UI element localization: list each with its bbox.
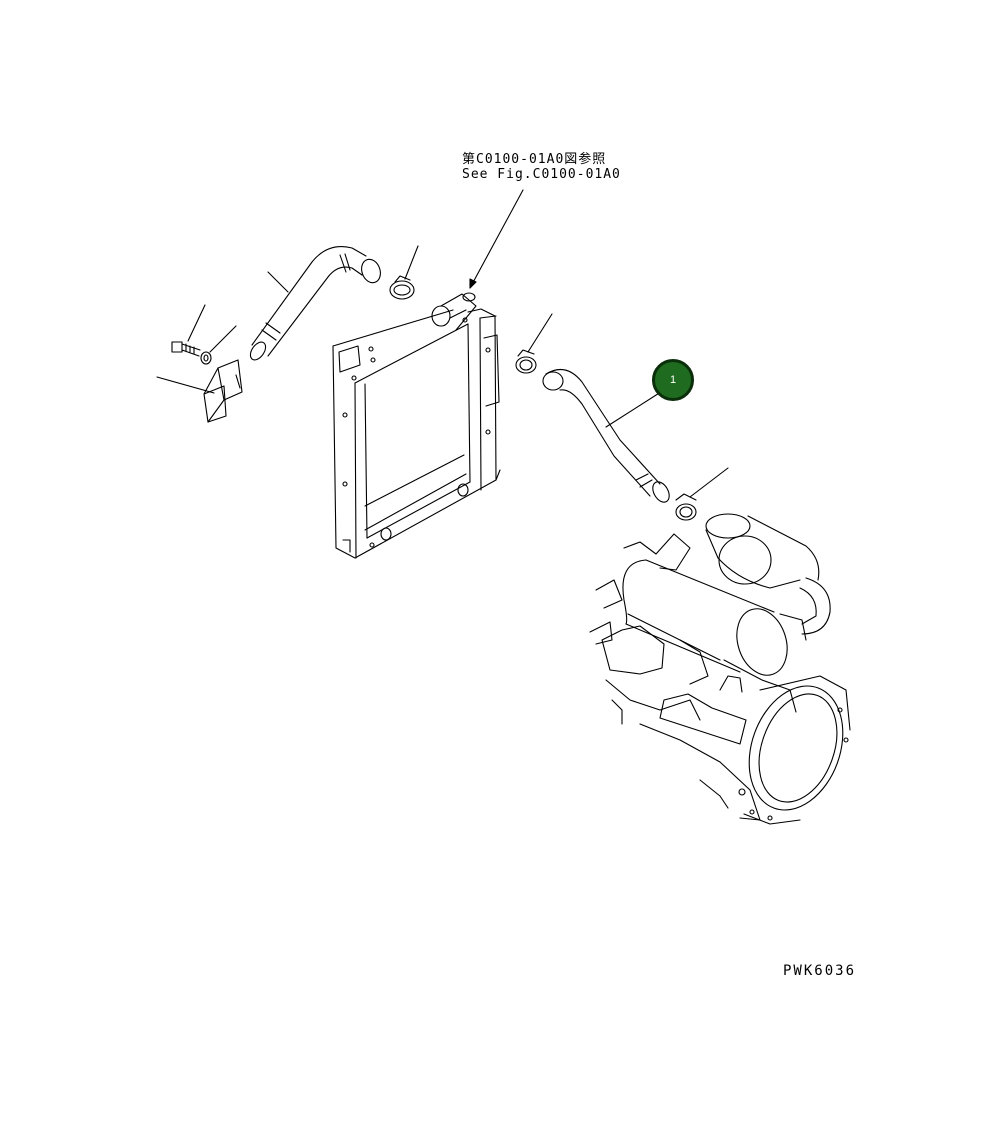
upper-hose [249, 246, 381, 361]
drawing-code: PWK6036 [783, 963, 857, 979]
reference-note-en: See Fig.C0100-01A0 [462, 167, 621, 182]
radiator-outlet-pipe [431, 292, 477, 331]
upper-clamp [389, 245, 419, 300]
bolt [171, 304, 206, 357]
lower-clamp [675, 467, 729, 521]
middle-clamp [515, 313, 553, 374]
engine [589, 513, 851, 825]
item-1-label: 1 [669, 374, 677, 386]
radiator [332, 308, 501, 559]
lower-hose [542, 368, 670, 503]
bracket [156, 359, 243, 423]
reference-leader [469, 189, 524, 289]
item-1-callout[interactable]: 1 [652, 359, 694, 401]
washer [200, 325, 237, 365]
reference-note-jp: 第C0100-01A0図参照 [462, 152, 607, 167]
